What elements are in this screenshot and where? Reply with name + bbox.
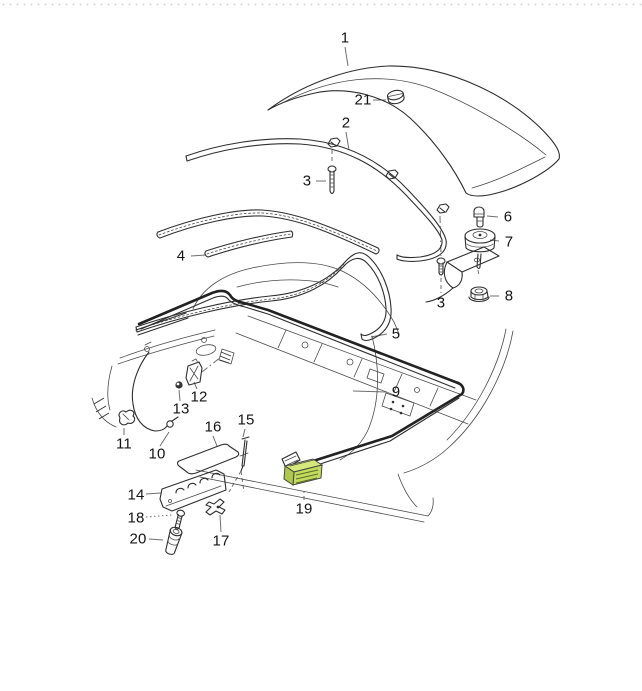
callout-6[interactable]: 6 — [503, 208, 513, 226]
callout-1[interactable]: 1 — [340, 29, 350, 47]
callout-10[interactable]: 10 — [148, 445, 166, 463]
part-20-sleeve-bolt[interactable] — [163, 526, 183, 556]
part-3-screw-lower[interactable] — [436, 257, 446, 276]
callout-21[interactable]: 21 — [354, 91, 372, 109]
part-2-trim-strip[interactable] — [185, 137, 450, 262]
part-8-grommet-nut[interactable] — [468, 286, 490, 303]
callout-7[interactable]: 7 — [504, 233, 514, 251]
part-6-pin[interactable] — [473, 206, 485, 228]
callout-5[interactable]: 5 — [391, 325, 401, 343]
callout-19[interactable]: 19 — [295, 500, 313, 518]
part-16-pad[interactable] — [176, 443, 240, 475]
callout-2[interactable]: 2 — [341, 114, 351, 132]
part-17-cross-clip[interactable] — [205, 498, 226, 516]
part-3-screw-upper[interactable] — [327, 165, 337, 195]
part-21-cap[interactable] — [386, 89, 405, 105]
callout-14[interactable]: 14 — [127, 486, 145, 504]
callout-11[interactable]: 11 — [116, 435, 132, 453]
callout-3b[interactable]: 3 — [436, 294, 446, 312]
mounting-bracket — [425, 246, 500, 303]
part-11-clip[interactable] — [118, 409, 136, 426]
callout-3a[interactable]: 3 — [302, 172, 312, 190]
part-14-support-bracket[interactable] — [159, 469, 227, 512]
part-4-rails[interactable] — [156, 209, 380, 258]
car-body — [91, 262, 514, 523]
callout-16[interactable]: 16 — [204, 418, 222, 436]
callout-8[interactable]: 8 — [504, 287, 514, 305]
part-13-nut[interactable] — [175, 381, 183, 389]
part-10-cable[interactable] — [131, 351, 179, 432]
part-9-compartment-seal[interactable] — [137, 289, 465, 471]
callout-18[interactable]: 18 — [127, 509, 145, 527]
callout-4[interactable]: 4 — [176, 247, 186, 265]
trim-clip-icon — [327, 137, 450, 214]
part-7-buffer[interactable] — [464, 228, 496, 277]
part-19-highlighted-striker[interactable] — [283, 458, 324, 486]
part-1-lid-blade[interactable] — [267, 65, 560, 197]
part-12-latch-bracket[interactable] — [185, 358, 203, 386]
callout-13[interactable]: 13 — [172, 400, 190, 418]
callout-9[interactable]: 9 — [391, 383, 401, 401]
callout-12[interactable]: 12 — [190, 388, 208, 406]
callout-17[interactable]: 17 — [212, 532, 230, 550]
callout-20[interactable]: 20 — [129, 530, 147, 548]
part-15-pin[interactable] — [239, 436, 250, 472]
callout-15[interactable]: 15 — [237, 411, 255, 429]
